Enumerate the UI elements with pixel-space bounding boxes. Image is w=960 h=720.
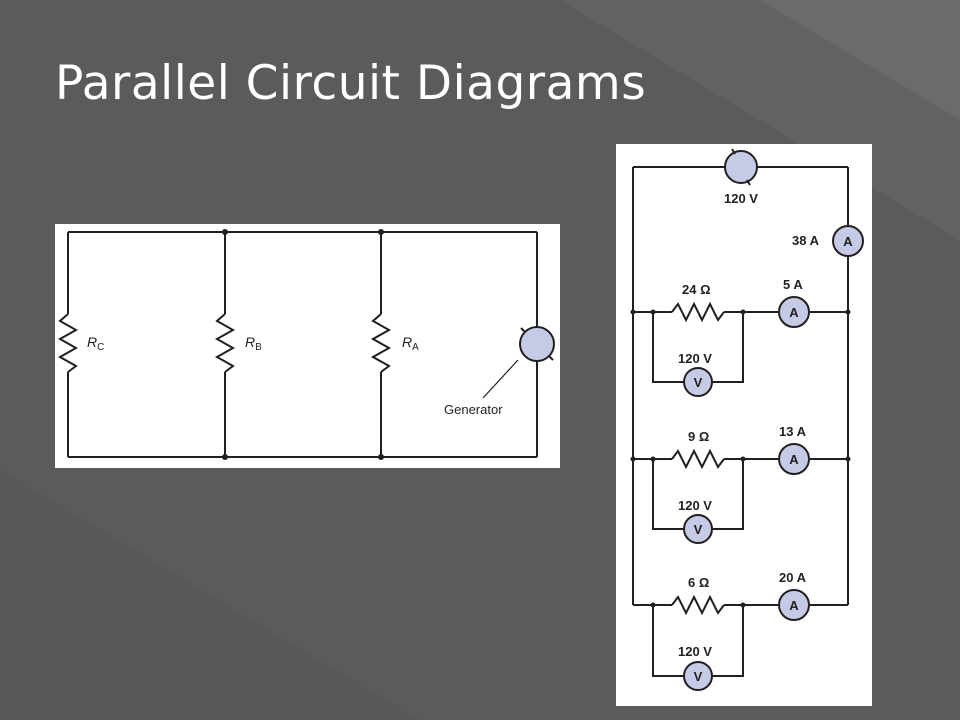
junction-dot: [650, 602, 656, 608]
branch-3-voltmeter-icon: [683, 661, 713, 691]
branch-3-voltage-label: 120 V: [678, 644, 712, 659]
voltmeter-3-lead-left: [652, 605, 684, 677]
junction-dot: [222, 229, 228, 235]
left-circuit-svg: RC RB RA Generator: [57, 229, 555, 460]
branch-1-voltage-label: 120 V: [678, 351, 712, 366]
junction-dot: [740, 602, 746, 608]
bg-wedge-bottom: [0, 470, 420, 720]
voltmeter-3-lead-right: [712, 605, 744, 677]
branch-1-ammeter-icon: [778, 296, 810, 328]
resistor-a-label: RA: [402, 334, 419, 353]
branch-2-resistance-label: 9 Ω: [688, 429, 709, 444]
branch-2-ammeter-icon: [778, 443, 810, 475]
source-voltage-label: 120 V: [724, 191, 758, 206]
generator-pointer-line: [482, 359, 519, 399]
branch-3-ammeter-icon: [778, 589, 810, 621]
branch-3-current-label: 20 A: [779, 570, 807, 585]
bg-wedge-corner: [760, 0, 960, 120]
junction-dot: [630, 456, 636, 462]
voltmeter-2-lead-right: [712, 459, 744, 530]
branch-3-resistance-label: 6 Ω: [688, 575, 709, 590]
total-ammeter-icon: [832, 225, 864, 257]
junction-dot: [740, 456, 746, 462]
junction-dot: [630, 309, 636, 315]
voltmeter-2-lead-left: [652, 459, 684, 530]
total-current-label: 38 A: [792, 233, 820, 248]
parallel-circuit-diagram-left: RC RB RA Generator: [55, 224, 560, 468]
branch-1-voltmeter-symbol: V: [694, 375, 703, 390]
resistor-9-symbol: [671, 448, 725, 470]
junction-dot: [378, 454, 384, 460]
branch-3-voltmeter-symbol: V: [694, 669, 703, 684]
branch-3-ammeter-symbol: A: [789, 598, 799, 613]
voltmeter-1-lead-right: [712, 312, 744, 383]
resistor-c-symbol: [57, 313, 79, 373]
generator-icon: [519, 326, 555, 362]
branch-1-ammeter-symbol: A: [789, 305, 799, 320]
junction-dot: [378, 229, 384, 235]
resistor-24-symbol: [671, 301, 725, 323]
voltmeter-1-lead-left: [652, 312, 684, 383]
resistor-b-symbol: [214, 313, 236, 373]
junction-dot: [845, 456, 851, 462]
junction-dot: [650, 456, 656, 462]
right-circuit-svg: 120 V A 38 A 24 Ω 5 A A 120 V V 9 Ω 13 A…: [630, 148, 864, 691]
branch-1-current-label: 5 A: [783, 277, 803, 292]
branch-2-voltage-label: 120 V: [678, 498, 712, 513]
branch-1-resistance-label: 24 Ω: [682, 282, 711, 297]
generator-tick-top: [520, 327, 526, 333]
source-tick-top: [731, 148, 736, 155]
slide-title: Parallel Circuit Diagrams: [55, 56, 647, 111]
branch-2-voltmeter-icon: [683, 514, 713, 544]
source-tick-bottom: [746, 179, 751, 186]
resistor-b-label: RB: [245, 334, 262, 353]
branch-1-voltmeter-icon: [683, 367, 713, 397]
branch-2-ammeter-symbol: A: [789, 452, 799, 467]
branch-2-current-label: 13 A: [779, 424, 807, 439]
resistor-a-symbol: [370, 313, 392, 373]
resistor-6-symbol: [671, 594, 725, 616]
junction-dot: [740, 309, 746, 315]
junction-dot: [650, 309, 656, 315]
junction-dot: [222, 454, 228, 460]
generator-label: Generator: [444, 402, 503, 417]
junction-dot: [845, 309, 851, 315]
voltage-source-icon: [724, 150, 758, 184]
total-ammeter-symbol: A: [843, 234, 853, 249]
parallel-circuit-diagram-right: 120 V A 38 A 24 Ω 5 A A 120 V V 9 Ω 13 A…: [616, 144, 872, 706]
resistor-c-label: RC: [87, 334, 104, 353]
branch-2-voltmeter-symbol: V: [694, 522, 703, 537]
generator-tick-bottom: [548, 355, 554, 361]
